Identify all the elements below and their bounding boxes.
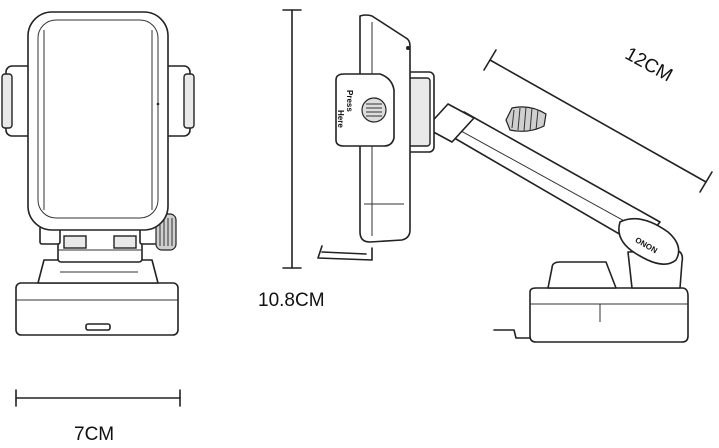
front-view (1, 11, 195, 336)
width-dimension: 7CM (15, 389, 181, 445)
front-base (15, 259, 179, 336)
button-text-line1: Press (345, 90, 354, 112)
height-dimension: 10.8CM (258, 9, 325, 311)
button-grip-icon (361, 97, 387, 123)
width-label: 7CM (74, 424, 114, 445)
pivot-joint: ONON (618, 217, 680, 265)
button-text-line2: Here (336, 110, 345, 128)
side-cradle: Press Here (317, 14, 411, 261)
arm-knob (505, 106, 547, 132)
press-here-button: Press Here (335, 73, 395, 147)
side-view: ONON Press Here (317, 14, 689, 343)
front-cradle (27, 11, 169, 231)
side-ball-joint (403, 71, 435, 153)
height-label: 10.8CM (258, 290, 325, 311)
side-arm: ONON (425, 103, 680, 265)
arm-length-label: 12CM (621, 43, 676, 86)
